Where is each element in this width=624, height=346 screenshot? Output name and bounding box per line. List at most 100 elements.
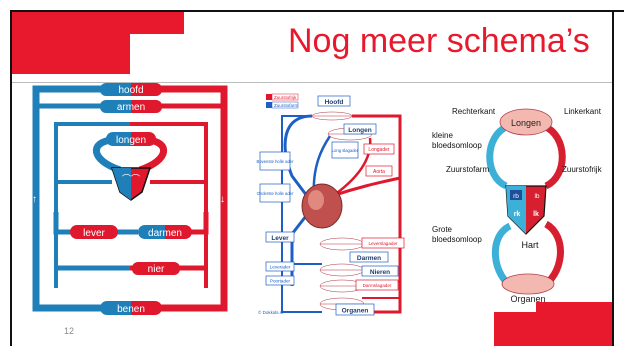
legend-rich-label: Zuurstofrijk	[274, 95, 297, 100]
head-label: hoofd	[118, 85, 143, 96]
lower-vena-cava-box	[259, 183, 291, 203]
head-artery	[352, 114, 402, 314]
lower-vena-cava-label: Onderste holle ader	[257, 191, 294, 196]
intestines-label: darmen	[148, 228, 182, 239]
large-circulation-label-2: bloedsomloop	[432, 235, 482, 244]
pulmonary-vein	[329, 137, 372, 200]
red-corner-block-bottom	[494, 312, 612, 346]
lb-label: lb	[534, 193, 539, 200]
portal-vein-box	[265, 275, 295, 286]
legs-box	[100, 301, 162, 315]
small-circulation-artery	[542, 122, 566, 190]
title-divider	[12, 82, 612, 83]
hepatic-artery-box	[361, 237, 405, 249]
small-circulation-vein	[486, 122, 510, 190]
vein-lever-loop	[53, 212, 72, 235]
capillary-intestine	[319, 263, 365, 277]
red-corner-block-left	[12, 34, 130, 74]
credit-label: © Dokkids.nl	[258, 309, 283, 315]
organs-label: Organen	[342, 308, 369, 315]
intestine-artery-box	[355, 279, 399, 291]
pulmonary-artery-label: Long slagader	[332, 148, 359, 153]
legend-rich-box	[271, 93, 299, 101]
small-circulation-label: kleine	[432, 131, 453, 140]
heart-valves: ⌒⌒	[122, 174, 140, 184]
page-number: 12	[64, 326, 75, 336]
vena-cava-superior	[283, 114, 313, 197]
kidneys-label: Nieren	[370, 269, 390, 276]
rk-label: rk	[514, 211, 521, 218]
lungs-box	[106, 132, 156, 146]
red-corner-block-bottom-step	[536, 302, 612, 312]
portal-vein-label: Poortader	[270, 279, 291, 284]
upper-vena-cava-box	[259, 151, 291, 171]
legend-poor-label: Zuurstofarm	[274, 103, 299, 108]
intestine-box	[349, 251, 389, 263]
circulation-diagram-detailed: Zuurstofrijk Zuurstofarm	[256, 93, 405, 316]
arms-box	[100, 100, 162, 113]
heart-highlight	[308, 190, 324, 210]
large-circulation-label: Grote	[432, 225, 453, 234]
aorta-label: Aorta	[373, 169, 385, 175]
slide-border-top	[10, 10, 624, 12]
intestine-artery-label: Darmslagader	[363, 283, 392, 288]
slide-title: Nog meer schema’s	[288, 22, 590, 60]
lungs-capillaries	[499, 108, 553, 136]
circulation-diagram-heart: Longen rb lb rk lk Hart Organen Rechterk…	[432, 107, 603, 304]
flow-arrow-down-icon: ↓	[220, 194, 225, 205]
head-label: Hoofd	[325, 99, 344, 106]
right-side-label: Rechterkant	[452, 107, 496, 116]
head-box	[317, 95, 351, 107]
upper-vena-cava-label: Bovenste holle ader	[256, 159, 294, 164]
rb-label: rb	[513, 193, 519, 200]
legend-poor-box	[271, 101, 299, 109]
left-side-label: Linkerkant	[564, 107, 602, 116]
head-vein	[281, 115, 322, 313]
capillary-liver	[319, 237, 365, 251]
organs-box	[335, 303, 375, 316]
lk-label: lk	[533, 211, 539, 218]
liver-label: Lever	[271, 235, 289, 242]
hepatic-artery-label: Leverslagader	[368, 241, 398, 246]
lungs-label: longen	[116, 135, 146, 146]
oxygen-poor-label: Zuurstofarm	[446, 165, 489, 174]
red-corner-block-top	[12, 12, 184, 34]
heart-label: Hart	[521, 240, 539, 250]
pulmonary-vein-label: Longader	[368, 147, 389, 153]
intestine-label: Darmen	[357, 255, 381, 262]
liver-label: lever	[83, 228, 105, 239]
pulmonary-artery-box	[331, 141, 359, 159]
lungs-label: Longen	[511, 118, 541, 128]
heart-left-half	[112, 168, 131, 200]
organs-capillaries	[501, 273, 555, 295]
arms-label: armen	[117, 102, 145, 113]
hepatic-vein-box	[265, 261, 295, 272]
artery-loop-outer	[130, 85, 228, 312]
liver-box	[70, 225, 118, 239]
organs-label: Organen	[510, 294, 545, 304]
slide-border-left	[10, 10, 12, 346]
lungs-label: Longen	[348, 127, 371, 134]
legend-rich-swatch	[266, 94, 272, 100]
pulmonary-vein-box	[363, 143, 395, 155]
capillary-head	[311, 111, 353, 121]
lungs-box	[343, 123, 377, 135]
oxygen-rich-label: Zuurstofrijk	[562, 165, 603, 174]
intestines-box	[138, 225, 192, 239]
right-atrium	[510, 190, 522, 200]
kidneys-box	[361, 265, 399, 277]
legs-label: benen	[117, 304, 145, 315]
legend-poor-swatch	[266, 102, 272, 108]
kidney-box	[132, 262, 180, 275]
artery-darmen-loop	[190, 212, 209, 235]
small-circulation-label-2: bloedsomloop	[432, 141, 482, 150]
vena-cava-inferior	[290, 215, 308, 286]
hepatic-vein-label: Leverader	[270, 265, 291, 270]
flow-arrow-up-icon: ↑	[32, 194, 37, 205]
head-box	[100, 83, 162, 96]
aorta-box	[365, 165, 393, 177]
liver-box	[265, 231, 295, 243]
circulation-diagram-simple: longen ⌒⌒ lever darmen nier hoofd armen …	[32, 83, 228, 315]
slide-border-right	[612, 10, 614, 346]
